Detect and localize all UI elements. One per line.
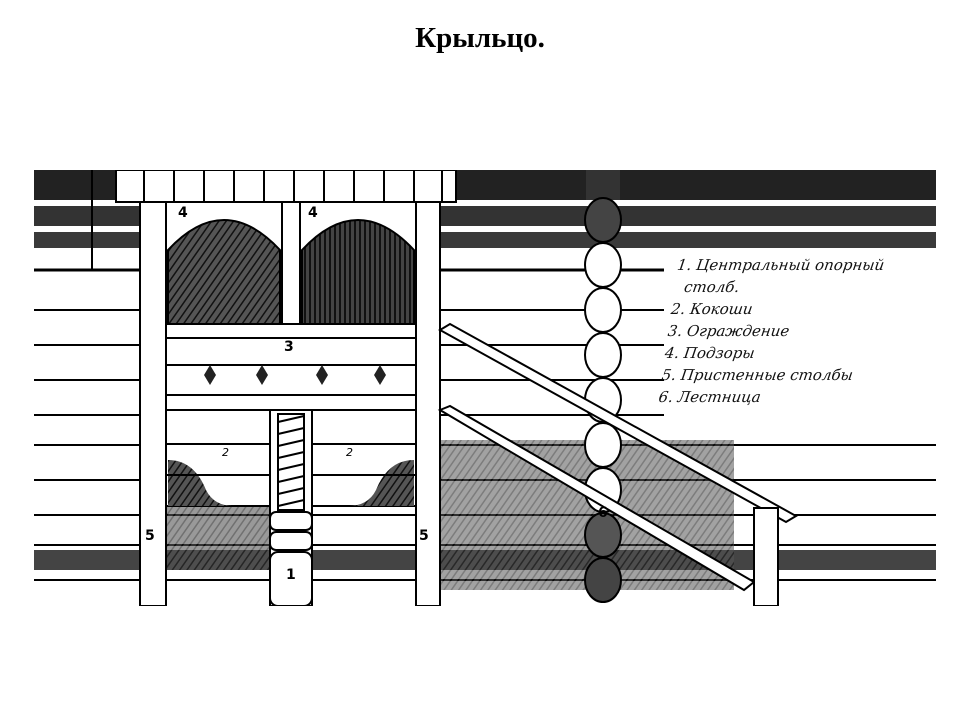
legend-item-4: 4. Подзоры bbox=[663, 344, 756, 362]
legend-item-1: 1. Центральный опорный bbox=[676, 256, 886, 274]
staircase bbox=[437, 322, 799, 606]
label-3: 3 bbox=[284, 339, 294, 355]
central-post bbox=[269, 409, 313, 606]
legend-item-6: 6. Лестница bbox=[657, 388, 763, 406]
legend-panel bbox=[664, 250, 936, 430]
legend: 1. Центральный опорный столб. 2. Кокоши … bbox=[657, 254, 949, 408]
label-4-right: 4 bbox=[308, 205, 318, 221]
label-2-left: 2 bbox=[222, 446, 229, 459]
slide-title: Крыльцо. bbox=[415, 22, 545, 54]
legend-item-3: 3. Ограждение bbox=[666, 322, 791, 340]
roof-slats bbox=[115, 170, 457, 203]
kokoshi bbox=[139, 409, 441, 507]
label-1: 1 bbox=[286, 567, 296, 583]
label-4-left: 4 bbox=[178, 205, 188, 221]
log-column bbox=[584, 170, 622, 603]
label-6: 6 bbox=[598, 505, 608, 521]
upper-arches bbox=[165, 201, 417, 325]
label-5-left: 5 bbox=[145, 528, 155, 544]
railing bbox=[165, 323, 417, 411]
legend-item-5: 5. Пристенные столбы bbox=[660, 366, 855, 384]
label-5-right: 5 bbox=[419, 528, 429, 544]
legend-item-1-cont: столб. bbox=[682, 278, 741, 296]
side-posts bbox=[139, 201, 441, 606]
label-2-right: 2 bbox=[346, 446, 353, 459]
legend-item-2: 2. Кокоши bbox=[669, 300, 754, 318]
porch-drawing bbox=[34, 170, 936, 606]
